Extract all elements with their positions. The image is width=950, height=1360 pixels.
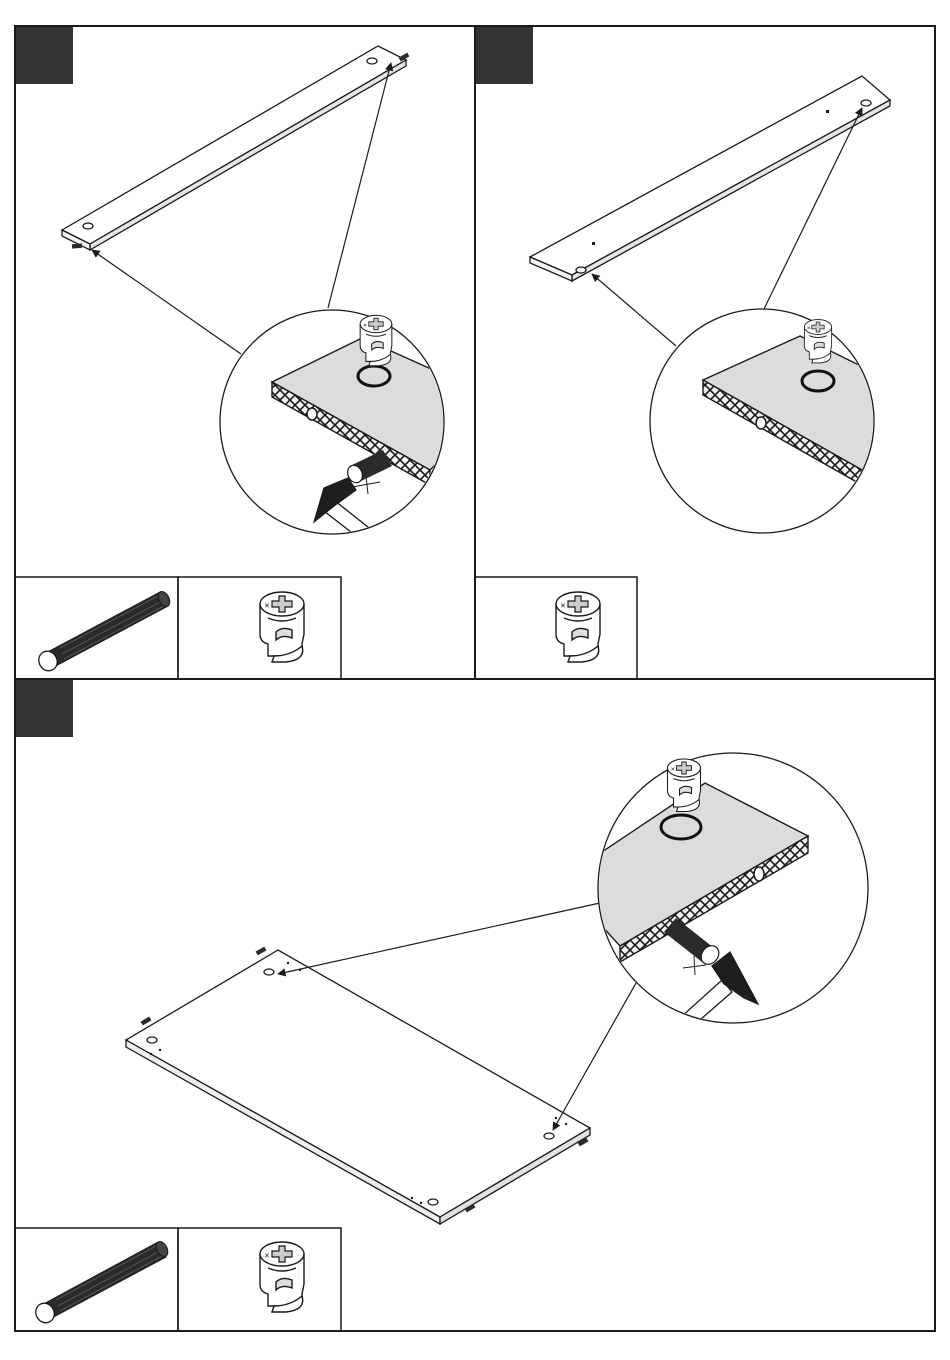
step-1-marker <box>16 27 73 84</box>
cam-lock-icon <box>556 592 600 662</box>
step-2-detail-circle <box>650 309 930 533</box>
step-1-detail-circle <box>220 310 500 556</box>
step-2-panel <box>475 27 930 679</box>
step-2-arrow-left <box>592 274 676 346</box>
wooden-dowel-icon <box>35 590 172 674</box>
step-1-panel <box>15 27 500 679</box>
step-3-panel <box>15 680 868 1331</box>
step-2-rail <box>530 76 890 281</box>
cam-lock-icon <box>260 592 304 662</box>
cam-lock-icon <box>260 1242 304 1312</box>
wooden-dowel-icon <box>32 1240 170 1326</box>
step-3-arrow-bottom <box>553 983 636 1130</box>
step-3-arrow-top <box>278 903 600 974</box>
step-3-detail-circle <box>560 753 868 1046</box>
step-1-arrow-left <box>92 250 241 354</box>
step-1-rail <box>62 46 406 250</box>
step-3-marker <box>16 680 73 737</box>
step-2-marker <box>476 27 533 84</box>
step-3-board <box>126 950 590 1224</box>
